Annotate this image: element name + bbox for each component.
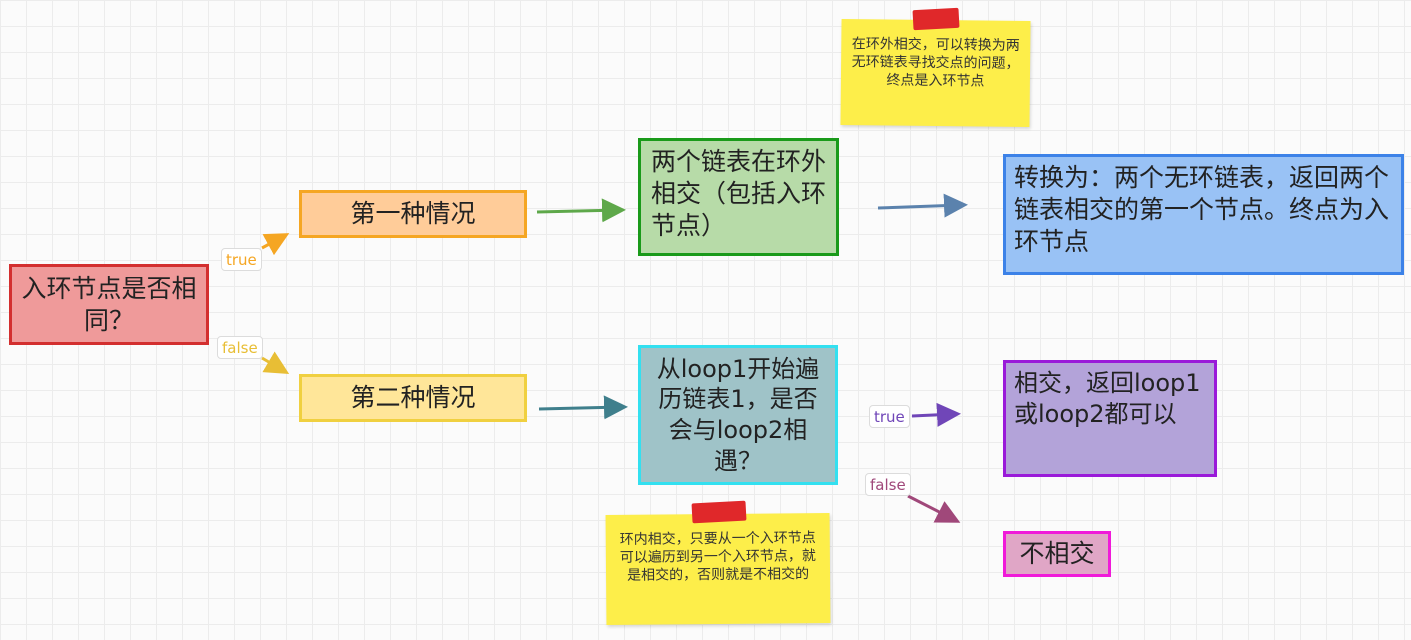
edge-label-traverse-false[interactable]: false (865, 473, 911, 496)
edge-label-traverse-true[interactable]: true (869, 405, 910, 428)
edge-root-true (261, 233, 290, 256)
note-bottom[interactable]: 环内相交，只要从一个入环节点可以遍历到另一个入环节点，就是相交的，否则就是不相交… (605, 513, 831, 625)
note-top-text: 在环外相交，可以转换为两无环链表寻找交点的问题，终点是入环节点 (851, 36, 1020, 90)
case2-node-text: 第二种情况 (350, 383, 476, 412)
edge-outside-convert (877, 193, 968, 218)
convert-node[interactable]: 转换为：两个无环链表，返回两个链表相交的第一个节点。终点为入环节点 (1003, 154, 1404, 275)
edge-traverse-true (911, 402, 961, 427)
traverse-node-text: 从loop1开始遍历链表1，是否会与loop2相遇？ (656, 354, 820, 475)
edge-traverse-false (907, 494, 961, 523)
traverse-node[interactable]: 从loop1开始遍历链表1，是否会与loop2相遇？ (638, 345, 838, 485)
return-loop-node[interactable]: 相交，返回loop1或loop2都可以 (1003, 360, 1217, 477)
note-bottom-tape (691, 500, 747, 524)
case2-node[interactable]: 第二种情况 (299, 374, 527, 422)
case1-node[interactable]: 第一种情况 (299, 190, 527, 238)
edge-case1-outside (536, 198, 626, 223)
root-node[interactable]: 入环节点是否相同？ (9, 264, 209, 345)
case1-node-text: 第一种情况 (350, 199, 476, 228)
note-top-tape (912, 7, 960, 31)
no-intersect-node-text: 不相交 (1019, 539, 1095, 568)
edge-label-root-false[interactable]: false (217, 336, 263, 359)
outside-intersect-node[interactable]: 两个链表在环外相交（包括入环节点） (638, 138, 839, 256)
edge-case2-traverse (538, 395, 628, 420)
convert-node-text: 转换为：两个无环链表，返回两个链表相交的第一个节点。终点为入环节点 (1014, 163, 1390, 256)
edge-label-root-true[interactable]: true (221, 248, 262, 271)
note-bottom-text: 环内相交，只要从一个入环节点可以遍历到另一个入环节点，就是相交的，否则就是不相交… (619, 530, 816, 585)
return-loop-node-text: 相交，返回loop1或loop2都可以 (1014, 369, 1201, 428)
note-top[interactable]: 在环外相交，可以转换为两无环链表寻找交点的问题，终点是入环节点 (840, 19, 1031, 127)
outside-intersect-node-text: 两个链表在环外相交（包括入环节点） (651, 147, 827, 240)
root-node-text: 入环节点是否相同？ (21, 273, 197, 335)
edge-root-false (261, 351, 290, 375)
no-intersect-node[interactable]: 不相交 (1003, 531, 1111, 577)
